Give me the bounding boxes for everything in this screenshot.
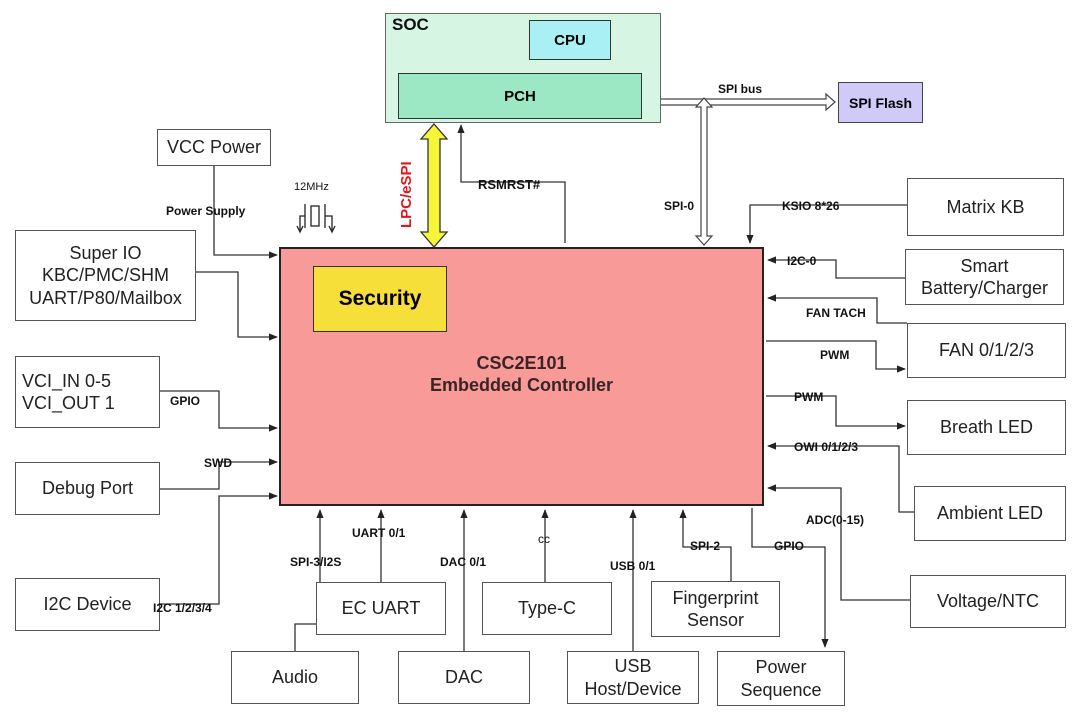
spi-bus-label: SPI bus xyxy=(718,82,763,96)
debug-port-box: Debug Port xyxy=(15,462,160,515)
matrix-kb-box: Matrix KB xyxy=(907,178,1064,236)
fan-box: FAN 0/1/2/3 xyxy=(907,323,1066,378)
rsmrst-label: RSMRST# xyxy=(478,177,541,192)
i2c-bus-label: I2C 1/2/3/4 xyxy=(153,601,212,615)
owi-line xyxy=(767,442,914,513)
breath-pwm-line xyxy=(766,395,906,430)
type-c-box: Type-C xyxy=(482,582,612,635)
fingerprint-box: Fingerprint Sensor xyxy=(651,581,780,637)
debug-line xyxy=(160,458,278,490)
audio-line xyxy=(294,509,324,651)
vci-box: VCI_IN 0-5 VCI_OUT 1 xyxy=(15,356,160,428)
usb-bus-label: USB 0/1 xyxy=(610,559,656,573)
super-io-box: Super IO KBC/PMC/SHM UART/P80/Mailbox xyxy=(15,230,196,321)
breath-led-box: Breath LED xyxy=(907,400,1066,455)
i2c-device-box: I2C Device xyxy=(15,578,160,631)
spi-bus-arrow xyxy=(642,92,836,112)
ambient-led-box: Ambient LED xyxy=(914,486,1066,541)
spi0-arrow xyxy=(694,97,714,246)
vci-line xyxy=(160,390,278,432)
power-supply-label: Power Supply xyxy=(166,204,246,218)
owi-label: OWI 0/1/2/3 xyxy=(794,440,859,454)
lpc-espi-label: LPC/eSPI xyxy=(398,161,415,228)
fan-tach-line xyxy=(767,294,907,324)
usb-line-1: USB xyxy=(614,656,652,676)
spi-flash-box: SPI Flash xyxy=(838,82,923,123)
vci-line-1: VCI_IN 0-5 xyxy=(22,370,112,391)
crystal-label: 12MHz xyxy=(294,181,329,193)
gpio2-line xyxy=(751,508,829,648)
cc-label: cc xyxy=(538,532,550,546)
dac-bus-label: DAC 0/1 xyxy=(440,555,487,569)
crystal-symbol xyxy=(296,204,336,234)
dac-box: DAC xyxy=(398,651,530,704)
vcc-power-box: VCC Power xyxy=(157,129,271,166)
usb-line-2: Host/Device xyxy=(584,678,682,699)
swd-label: SWD xyxy=(204,456,232,470)
battery-box: Smart Battery/Charger xyxy=(905,249,1064,305)
cpu-box: CPU xyxy=(529,20,611,60)
spi2-label: SPI-2 xyxy=(690,539,721,553)
power-seq-line-2: Sequence xyxy=(740,679,822,700)
ec-title-line-1: CSC2E101 xyxy=(476,353,567,373)
pch-box: PCH xyxy=(398,73,642,119)
ec-title-line-2: Embedded Controller xyxy=(429,374,613,395)
uart-label: UART 0/1 xyxy=(352,526,406,540)
usb-box: USB Host/Device xyxy=(567,651,699,704)
fan-pwm-label: PWM xyxy=(820,348,850,362)
fingerprint-line-1: Fingerprint xyxy=(672,587,759,608)
gpio-label: GPIO xyxy=(170,394,201,408)
spi0-label: SPI-0 xyxy=(664,199,695,213)
i2c0-line xyxy=(767,256,907,279)
battery-line-2: Battery/Charger xyxy=(920,278,1049,298)
soc-title: SOC xyxy=(392,15,429,34)
security-box: Security xyxy=(313,266,447,332)
super-io-line xyxy=(196,271,278,341)
adc-label: ADC(0-15) xyxy=(806,513,865,527)
rsmrst-line xyxy=(457,124,566,243)
spi2-line xyxy=(679,509,732,581)
super-io-line-1: Super IO xyxy=(69,242,142,263)
spi3-label: SPI-3/I2S xyxy=(290,555,342,569)
fan-tach-label: FAN TACH xyxy=(806,306,866,320)
power-sequence-box: Power Sequence xyxy=(717,651,845,706)
ksio-line xyxy=(746,204,907,244)
adc-line xyxy=(767,484,910,601)
vcc-power-line xyxy=(213,166,278,259)
i2c-device-line xyxy=(160,492,278,605)
lpc-espi-arrow xyxy=(419,123,449,248)
gpio2-label: GPIO xyxy=(774,539,805,553)
ec-uart-box: EC UART xyxy=(316,582,446,635)
ksio-label: KSIO 8*26 xyxy=(782,199,840,213)
breath-pwm-label: PWM xyxy=(794,390,824,404)
i2c0-label: I2C-0 xyxy=(787,254,817,268)
voltage-ntc-box: Voltage/NTC xyxy=(910,575,1066,628)
fan-pwm-line xyxy=(766,340,906,373)
battery-line-1: Smart xyxy=(960,255,1009,276)
power-seq-line-1: Power xyxy=(755,657,807,677)
audio-box: Audio xyxy=(231,651,359,704)
super-io-line-2: KBC/PMC/SHM xyxy=(41,265,169,286)
ec-title: CSC2E101 Embedded Controller xyxy=(279,353,764,396)
vci-line-2: VCI_OUT 1 xyxy=(22,393,115,413)
fingerprint-line-2: Sensor xyxy=(686,610,745,630)
super-io-line-3: UART/P80/Mailbox xyxy=(29,287,182,308)
